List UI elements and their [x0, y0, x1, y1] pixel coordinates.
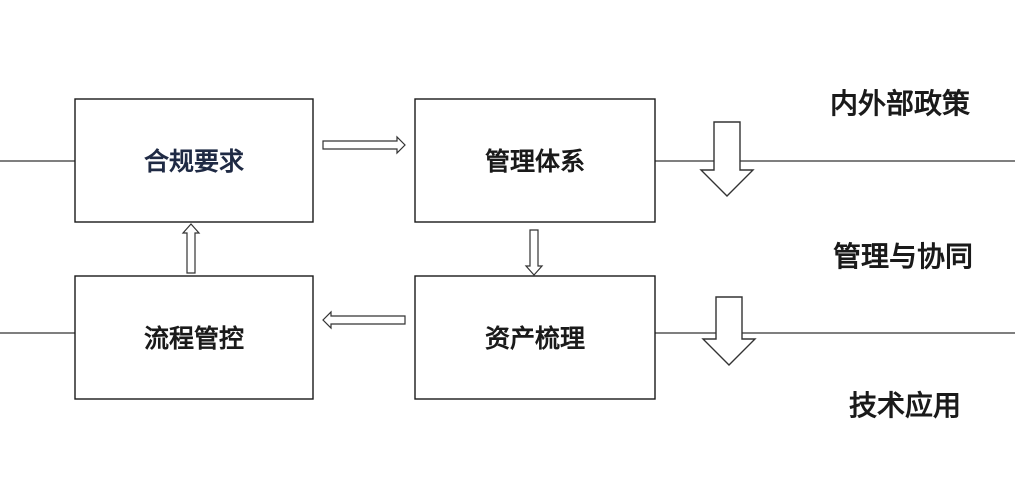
big-down-arrow-bottom-icon — [701, 296, 757, 366]
layer-label-top: 内外部政策 — [830, 87, 970, 120]
asset-sorting-box: 资产梳理 — [414, 275, 656, 400]
arrow-up-icon — [181, 223, 201, 274]
layer-label-middle: 管理与协同 — [833, 240, 973, 273]
arrow-left-icon — [322, 310, 406, 330]
compliance-box: 合规要求 — [74, 98, 314, 223]
layer-label-bottom: 技术应用 — [849, 389, 961, 422]
big-down-arrow-top-icon — [699, 121, 755, 197]
arrow-down-icon — [524, 229, 544, 276]
asset-sorting-label: 资产梳理 — [485, 324, 585, 353]
process-control-box: 流程管控 — [74, 275, 314, 400]
arrow-right-icon — [322, 135, 406, 155]
management-system-box: 管理体系 — [414, 98, 656, 223]
process-control-label: 流程管控 — [144, 324, 244, 353]
management-system-label: 管理体系 — [485, 147, 585, 176]
compliance-label: 合规要求 — [144, 147, 244, 176]
